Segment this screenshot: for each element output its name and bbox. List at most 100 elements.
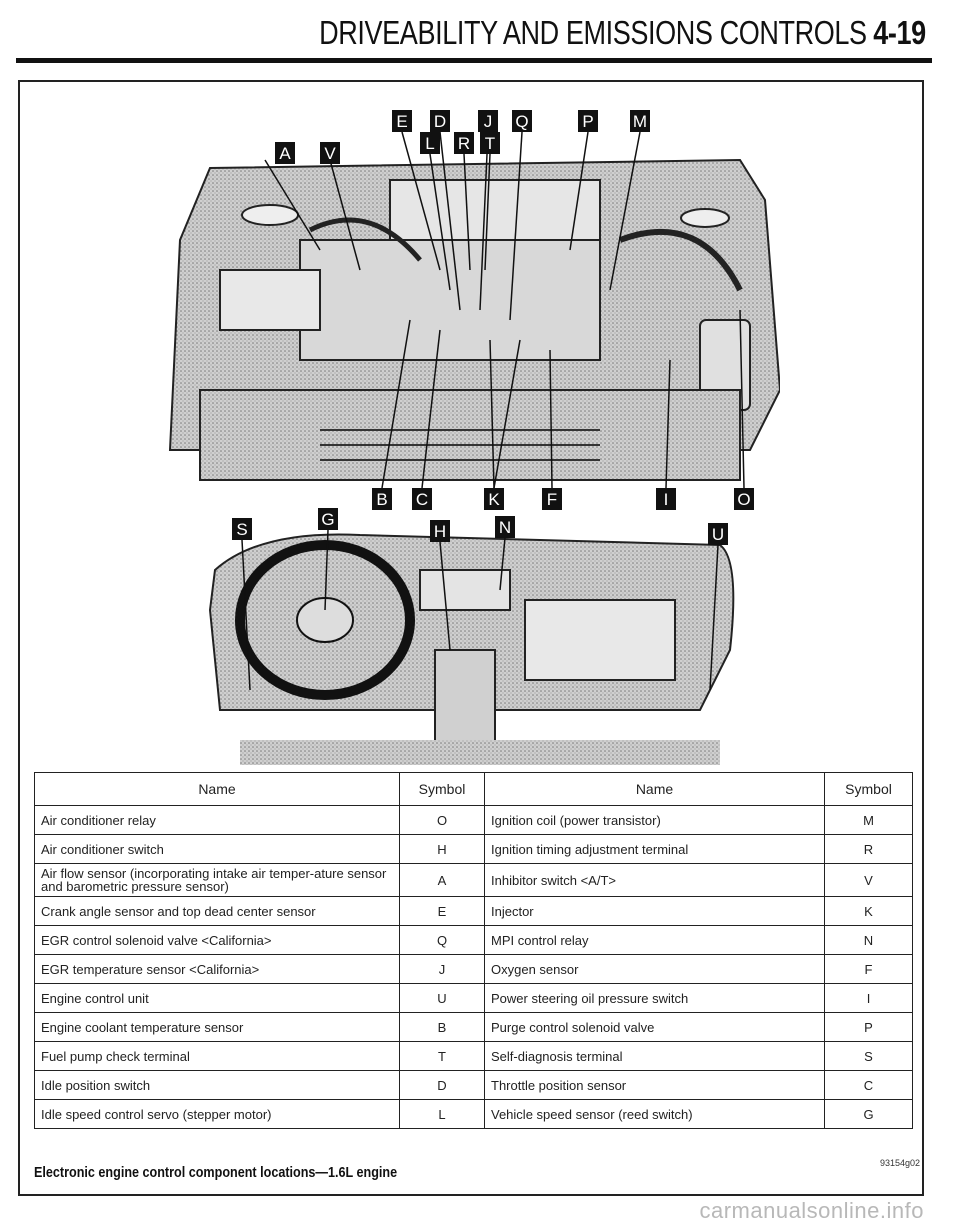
label-a: A [275,142,295,164]
table-cell: Air conditioner relay [34,805,400,835]
watermark-link[interactable]: carmanualsonline.info [699,1198,924,1223]
table-cell: L [399,1099,485,1129]
label-b: B [372,488,392,510]
table-cell: Air flow sensor (incorporating intake ai… [34,863,400,897]
label-m-text: M [633,112,647,131]
label-p-text: P [582,112,593,131]
table-cell: Inhibitor switch <A/T> [484,863,825,897]
label-g: G [318,508,338,530]
table-row: EGR control solenoid valve <California>Q… [34,925,913,955]
table-cell: G [824,1099,913,1129]
table-cell: S [824,1041,913,1071]
table-cell: Q [399,925,485,955]
label-f-text: F [547,490,557,509]
header-name-2: Name [484,772,825,806]
table-cell: B [399,1012,485,1042]
table-cell: Air conditioner switch [34,834,400,864]
table-cell: Oxygen sensor [484,954,825,984]
table-cell: I [824,983,913,1013]
table-cell: Idle position switch [34,1070,400,1100]
dashboard [208,533,735,765]
table-cell: EGR temperature sensor <California> [34,954,400,984]
label-i: I [656,488,676,510]
label-c: C [412,488,432,510]
label-m: M [630,110,650,132]
table-cell: P [824,1012,913,1042]
label-j: J [478,110,498,132]
table-cell: F [824,954,913,984]
table-cell: Engine coolant temperature sensor [34,1012,400,1042]
label-l: L [420,132,440,154]
label-n-text: N [499,518,511,537]
label-u-text: U [712,525,724,544]
table-cell: D [399,1070,485,1100]
table-cell: J [399,954,485,984]
label-k: K [484,488,504,510]
label-k-text: K [488,490,500,509]
label-o-text: O [737,490,750,509]
label-r-text: R [458,134,470,153]
label-d: D [430,110,450,132]
figure-code: 93154g02 [879,1158,920,1168]
engine-diagram-svg: E D J Q P M A V L R T B C K F I O S G H … [168,110,782,765]
label-n: N [495,516,515,538]
label-v-text: V [324,144,336,163]
label-s: S [232,518,252,540]
table-row: Air flow sensor (incorporating intake ai… [34,863,913,897]
label-v: V [320,142,340,164]
label-g-text: G [321,510,334,529]
table-cell: Injector [484,896,825,926]
label-b-text: B [376,490,387,509]
table-row: Crank angle sensor and top dead center s… [34,896,913,926]
label-s-text: S [236,520,247,539]
table-cell: Ignition timing adjustment terminal [484,834,825,864]
label-boxes: E D J Q P M A V L R T B C K F I O S G H … [232,110,754,545]
header-symbol-1: Symbol [399,772,485,806]
table-cell: A [399,863,485,897]
label-e-text: E [396,112,407,131]
table-cell: Idle speed control servo (stepper motor) [34,1099,400,1129]
figure-frame [18,80,924,1196]
label-l-text: L [425,134,434,153]
label-t: T [480,132,500,154]
header-rule [16,58,932,63]
table-cell: Purge control solenoid valve [484,1012,825,1042]
table-header-row: Name Symbol Name Symbol [34,772,913,806]
table-row: Idle speed control servo (stepper motor)… [34,1099,913,1129]
table-cell: EGR control solenoid valve <California> [34,925,400,955]
table-cell: Crank angle sensor and top dead center s… [34,896,400,926]
label-t-text: T [485,134,495,153]
table-cell: C [824,1070,913,1100]
header-name-1: Name [34,772,400,806]
label-q-text: Q [515,112,528,131]
table-cell: U [399,983,485,1013]
label-o: O [734,488,754,510]
leader-lines [264,131,745,489]
table-cell: V [824,863,913,897]
label-h: H [430,520,450,542]
label-r: R [454,132,474,154]
label-a-text: A [279,144,291,163]
table-cell: M [824,805,913,835]
table-cell: T [399,1041,485,1071]
table-cell: R [824,834,913,864]
label-q: Q [512,110,532,132]
table-cell: Fuel pump check terminal [34,1041,400,1071]
table-cell: K [824,896,913,926]
header-symbol-2: Symbol [824,772,913,806]
label-j-text: J [484,112,493,131]
table-cell: Power steering oil pressure switch [484,983,825,1013]
table-cell: Vehicle speed sensor (reed switch) [484,1099,825,1129]
table-cell: MPI control relay [484,925,825,955]
label-i-text: I [664,490,669,509]
label-p: P [578,110,598,132]
table-cell: O [399,805,485,835]
label-f: F [542,488,562,510]
